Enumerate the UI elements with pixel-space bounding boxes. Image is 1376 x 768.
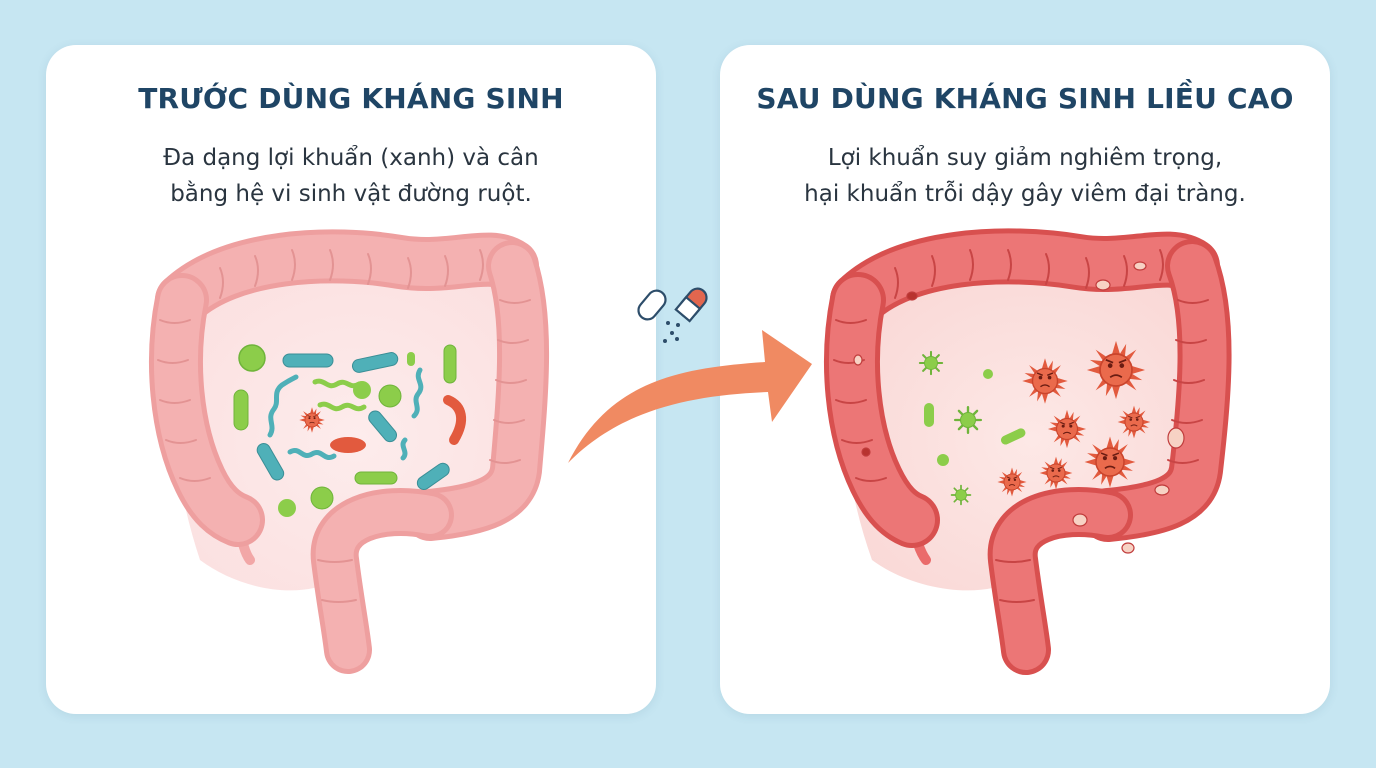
before-description-line-1: Đa dạng lợi khuẩn (xanh) và cân: [163, 145, 539, 171]
intestine-inflamed-icon: [824, 228, 1232, 675]
intestine-healthy-icon: [149, 229, 550, 674]
before-description-line-2: bằng hệ vi sinh vật đường ruột.: [170, 181, 532, 207]
before-description: Đa dạng lợi khuẩn (xanh) và cân bằng hệ …: [46, 140, 656, 212]
before-title: TRƯỚC DÙNG KHÁNG SINH: [138, 82, 564, 115]
after-description: Lợi khuẩn suy giảm nghiêm trọng, hại khu…: [720, 140, 1330, 212]
after-description-line-2: hại khuẩn trỗi dậy gây viêm đại tràng.: [804, 181, 1246, 207]
after-description-line-1: Lợi khuẩn suy giảm nghiêm trọng,: [827, 145, 1223, 171]
transition-arrow-icon: [568, 330, 812, 463]
antibiotic-capsule-icon: [637, 287, 708, 343]
after-title: SAU DÙNG KHÁNG SINH LIỀU CAO: [756, 82, 1294, 115]
